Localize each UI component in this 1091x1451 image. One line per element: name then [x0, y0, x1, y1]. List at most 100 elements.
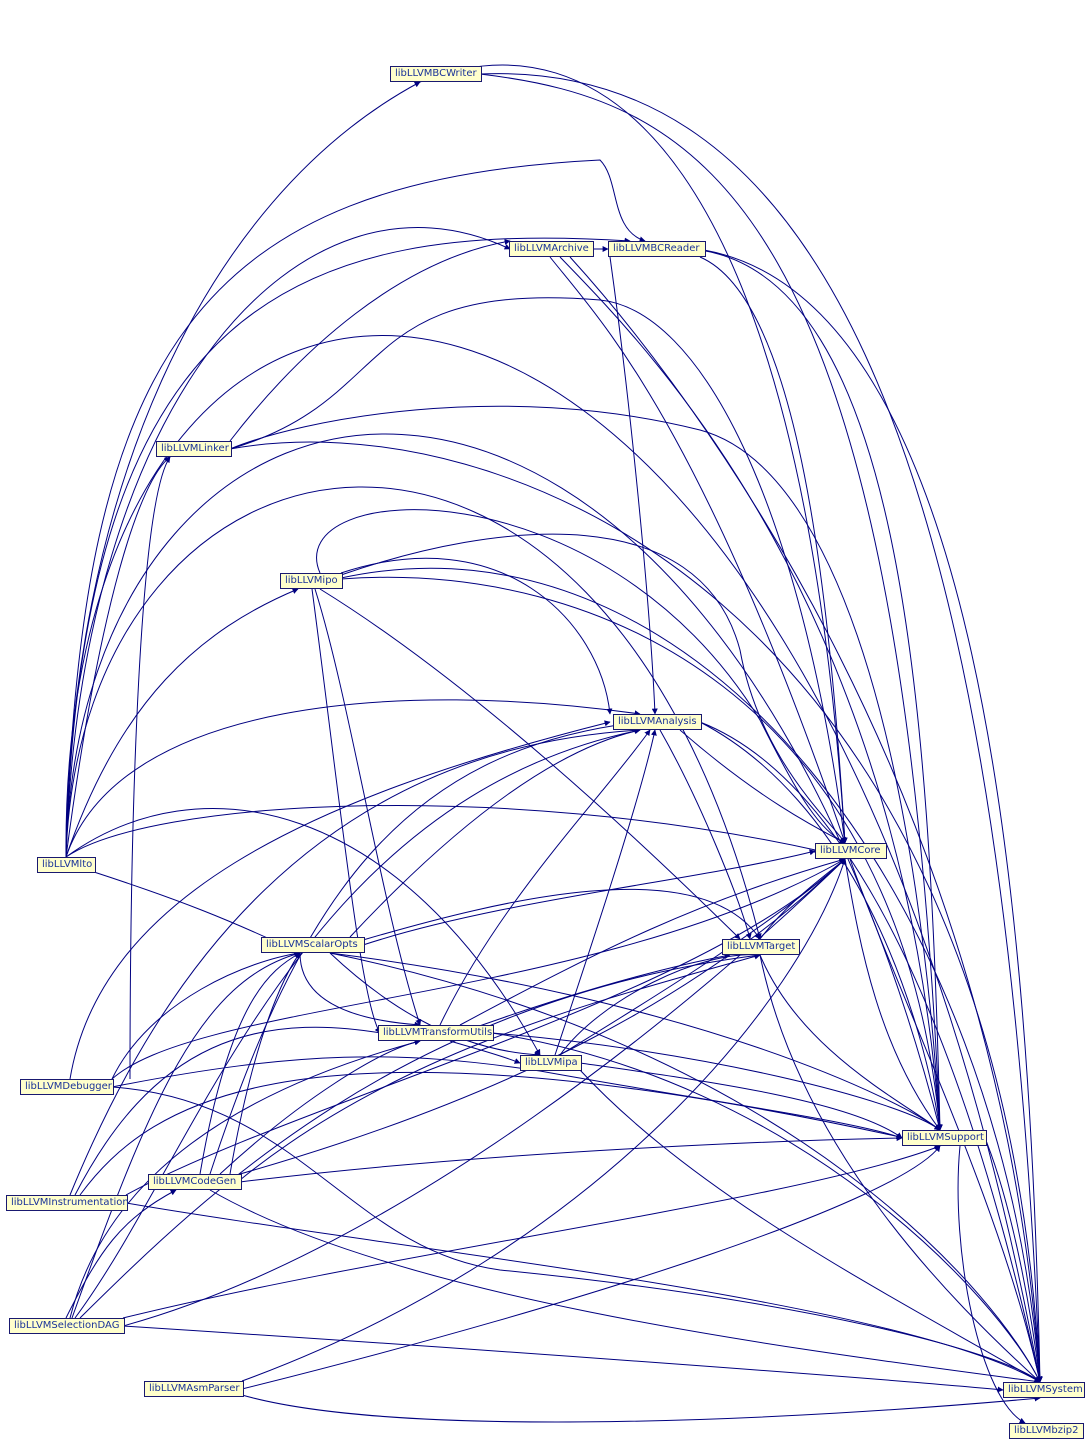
- dependency-edge: [65, 456, 171, 858]
- dependency-edge: [122, 1325, 1004, 1393]
- dependency-edge: [229, 952, 301, 1175]
- dependency-edge: [549, 256, 847, 844]
- dependency-edge: [459, 857, 846, 1026]
- dependency-edge: [65, 433, 942, 1131]
- dependency-edge: [579, 1069, 1041, 1383]
- dependency-edge: [111, 858, 846, 1080]
- dependency-edge: [111, 1086, 1041, 1383]
- dependency-edge: [229, 238, 511, 442]
- dependency-edge: [74, 728, 641, 1319]
- node-libLLVMScalarOpts[interactable]: libLLVMScalarOpts: [261, 937, 365, 953]
- dependency-edge: [329, 952, 1041, 1383]
- dependency-edge: [71, 951, 301, 1319]
- dependency-edge: [69, 720, 611, 1080]
- dependency-edge: [122, 858, 846, 1327]
- dependency-edge: [241, 1145, 941, 1390]
- dependency-edge: [319, 588, 741, 940]
- node-libLLVMBCReader[interactable]: libLLVMBCReader: [608, 241, 706, 257]
- dependency-edge: [844, 858, 941, 1131]
- dependency-edge: [559, 951, 761, 1056]
- dependency-edge: [239, 953, 761, 1181]
- node-libLLVMCore[interactable]: libLLVMCore: [815, 843, 887, 859]
- dependency-edge: [569, 256, 1043, 1383]
- dependency-edge: [340, 567, 1043, 1383]
- node-libLLVMSupport[interactable]: libLLVMSupport: [902, 1130, 987, 1146]
- dependency-edge: [329, 952, 541, 1058]
- dependency-edge: [699, 249, 943, 1131]
- node-libLLVMCodeGen[interactable]: libLLVMCodeGen: [148, 1174, 242, 1190]
- node-libLLVMAnalysis[interactable]: libLLVMAnalysis: [613, 714, 702, 730]
- node-libLLVMipo[interactable]: libLLVMipo: [280, 573, 343, 589]
- dependency-edge: [65, 486, 762, 940]
- dependency-edge: [209, 719, 641, 1175]
- dependency-edge: [111, 1056, 903, 1140]
- dependency-edge: [759, 954, 1041, 1383]
- dependency-edge: [199, 952, 301, 1175]
- dependency-edge: [491, 1032, 1041, 1383]
- dependency-edge: [299, 952, 421, 1028]
- dependency-edge: [362, 849, 816, 946]
- dependency-edge: [239, 1135, 903, 1183]
- node-libLLVMDebugger[interactable]: libLLVMDebugger: [20, 1079, 114, 1095]
- dependency-edge: [65, 1189, 177, 1319]
- dependency-edge: [340, 533, 846, 844]
- node-libLLVMBCWriter[interactable]: libLLVMBCWriter: [390, 66, 482, 82]
- dependency-edge: [559, 256, 943, 1131]
- dependency-edge: [579, 1062, 903, 1139]
- dependency-edge: [679, 729, 846, 844]
- dependency-edge: [479, 73, 943, 1131]
- dependency-edge: [439, 729, 651, 1026]
- dependency-edge: [111, 950, 301, 1080]
- dependency-edge: [65, 237, 631, 858]
- dependency-edge: [349, 728, 641, 938]
- node-libLLVMbzip2[interactable]: libLLVMbzip2: [1009, 1423, 1084, 1439]
- dependency-edge: [699, 721, 1042, 1383]
- dependency-edge: [329, 952, 941, 1131]
- node-libLLVMSelectionDAG[interactable]: libLLVMSelectionDAG: [9, 1318, 125, 1334]
- dependency-edge: [984, 1137, 1043, 1383]
- dependency-edge: [79, 1071, 941, 1196]
- dependency-edge: [69, 1039, 421, 1319]
- dependency-edge: [449, 1040, 521, 1064]
- node-libLLVMTransformUtils[interactable]: libLLVMTransformUtils: [378, 1025, 494, 1041]
- node-libLLVMlto[interactable]: libLLVMlto: [37, 857, 96, 873]
- dependency-edge: [316, 509, 846, 844]
- dependency-edge: [849, 858, 1042, 1383]
- dependency-edge: [65, 699, 641, 858]
- dependency-edge: [559, 858, 846, 1056]
- dependency-edge: [79, 952, 761, 1319]
- dependency-edge: [311, 588, 381, 1034]
- dependency-edge: [241, 858, 847, 1382]
- node-libLLVMSystem[interactable]: libLLVMSystem: [1003, 1382, 1085, 1398]
- dependency-edge: [554, 729, 657, 1056]
- dependency-edge: [229, 441, 1043, 1383]
- dependency-edge: [241, 1394, 1041, 1423]
- dependency-edge: [699, 256, 848, 844]
- node-libLLVMAsmParser[interactable]: libLLVMAsmParser: [144, 1381, 244, 1397]
- dependency-edge: [122, 1145, 941, 1319]
- dependency-edge: [419, 64, 848, 844]
- dependency-edge: [74, 1026, 421, 1196]
- dependency-edge: [65, 805, 821, 858]
- node-libLLVMLinker[interactable]: libLLVMLinker: [156, 441, 232, 457]
- dependency-edge: [699, 721, 943, 1131]
- dependency-edge: [65, 227, 511, 858]
- dependency-edge: [229, 405, 943, 1131]
- dependency-edge: [125, 858, 846, 1196]
- dependency-edge: [219, 1039, 421, 1175]
- dependency-edge: [362, 888, 761, 941]
- dependency-edge: [703, 249, 1043, 1383]
- dependency-edge: [129, 456, 171, 1080]
- dependency-edge: [957, 1145, 1026, 1424]
- node-libLLVMipa[interactable]: libLLVMipa: [520, 1055, 582, 1071]
- node-libLLVMArchive[interactable]: libLLVMArchive: [509, 241, 594, 257]
- dependency-edge: [125, 1202, 1041, 1383]
- node-libLLVMInstrumentation[interactable]: libLLVMInstrumentation: [6, 1195, 129, 1211]
- dependency-edge: [65, 588, 299, 858]
- dependency-edge: [479, 73, 1043, 1383]
- dependency-edge: [229, 297, 848, 844]
- dependency-edge: [609, 256, 658, 715]
- node-libLLVMTarget[interactable]: libLLVMTarget: [722, 939, 800, 955]
